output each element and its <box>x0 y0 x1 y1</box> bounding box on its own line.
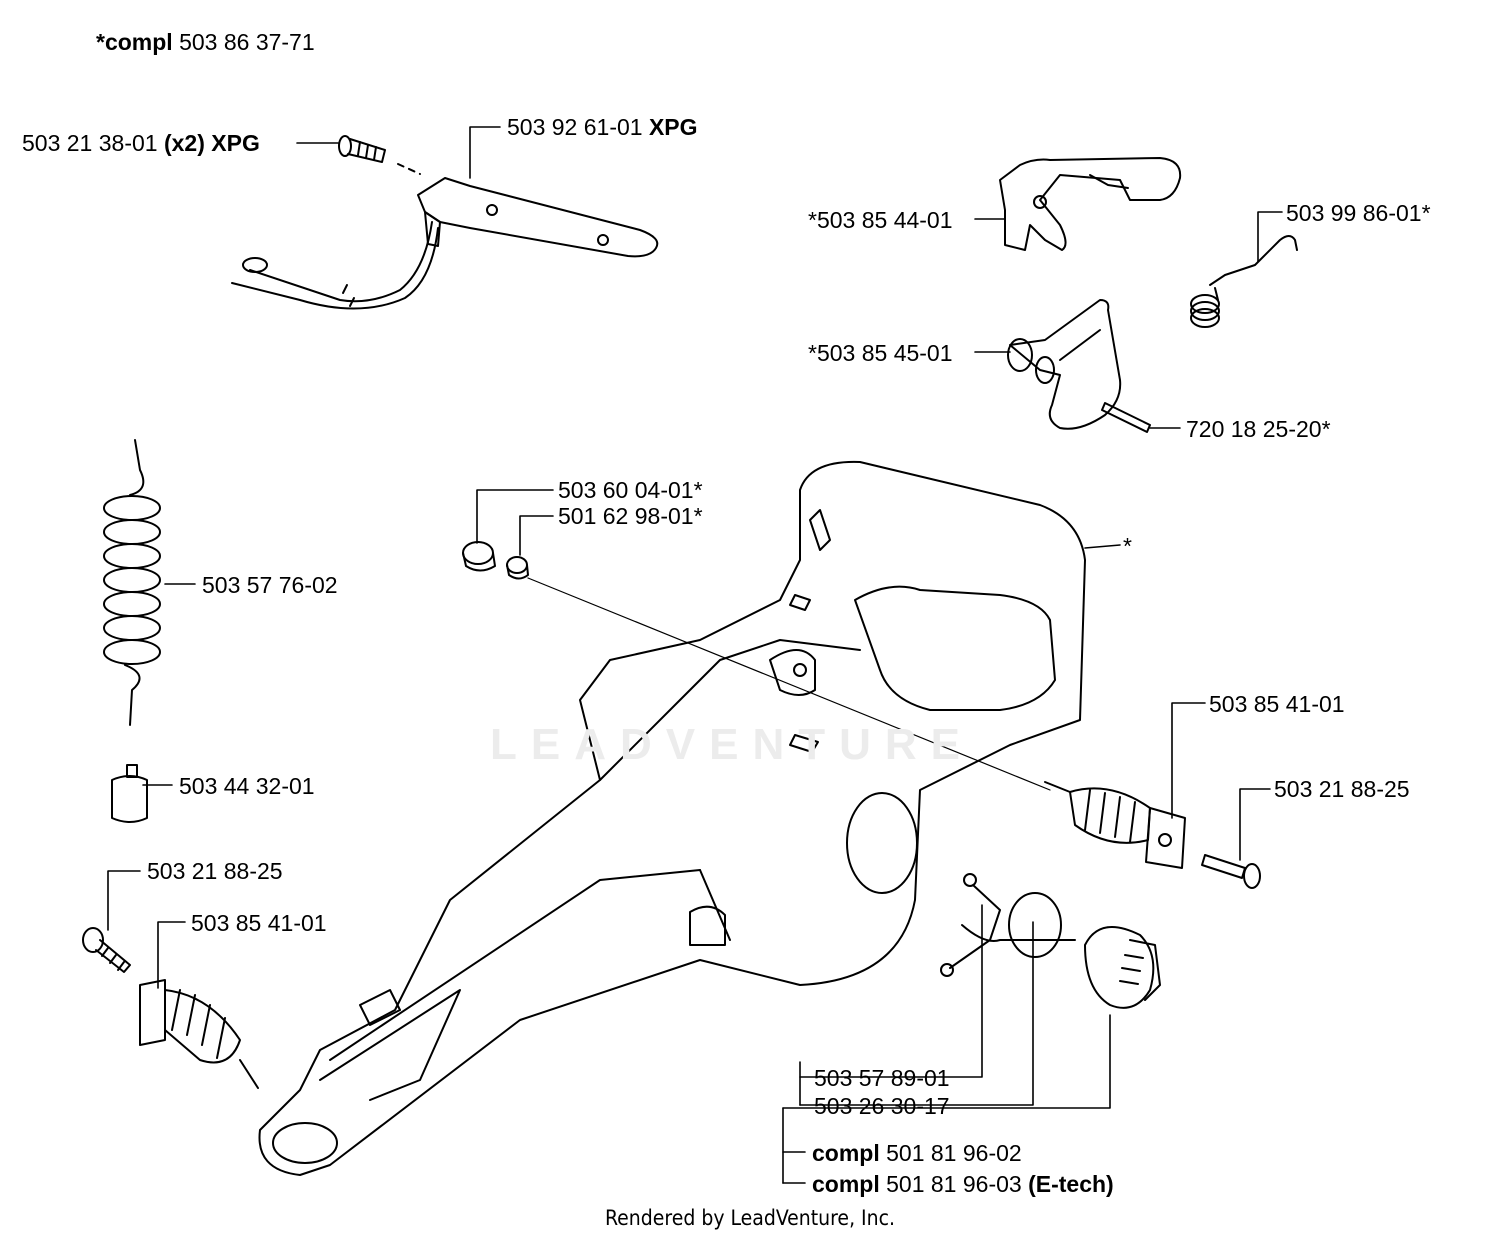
label-number: 501 81 96-03 <box>886 1171 1022 1197</box>
label-qualifier: (E-tech) <box>1028 1171 1114 1197</box>
label-bolt-left: 503 21 88-25 <box>147 858 283 884</box>
label-prefix: compl <box>812 1140 880 1166</box>
label-number: 503 21 38-01 <box>22 130 158 156</box>
bracket-xpg-part <box>231 177 659 310</box>
av-spring-right-part <box>1044 781 1186 869</box>
label-throttle: *503 85 44-01 <box>808 207 953 233</box>
throttle-trigger-part <box>999 157 1182 251</box>
watermark: LEADVENTURE <box>490 720 975 769</box>
label-prefix: compl <box>812 1171 880 1197</box>
label-compl-2: compl 501 81 96-03 (E-tech) <box>812 1171 1114 1197</box>
label-number: 503 92 61-01 <box>507 114 643 140</box>
label-screw-xpg: 503 21 38-01 (x2) XPG <box>22 130 260 156</box>
screw-xpg-part <box>338 135 421 175</box>
label-oring: 503 26 30-17 <box>814 1093 950 1119</box>
fuel-filter-part <box>111 764 148 823</box>
header-prefix: *compl <box>96 29 173 55</box>
fuel-hose-coil-part <box>103 439 161 726</box>
label-qualifier: (x2) XPG <box>163 130 260 156</box>
header-number: 503 86 37-71 <box>179 29 315 55</box>
label-cap-clip: 503 57 89-01 <box>814 1065 950 1091</box>
label-asterisk: * <box>1123 533 1132 559</box>
footer-credit: Rendered by LeadVenture, Inc. <box>605 1206 895 1230</box>
label-av-right: 503 85 41-01 <box>1209 691 1345 717</box>
label-filter: 503 60 04-01* <box>558 477 703 503</box>
leader-lines <box>107 126 1283 1184</box>
label-pin: 720 18 25-20* <box>1186 416 1331 442</box>
label-number: 501 81 96-02 <box>886 1140 1022 1166</box>
rear-handle-tank-part <box>258 460 1086 1176</box>
bolt-right-part <box>1201 854 1261 889</box>
fuel-cap-parts <box>940 873 1161 1009</box>
label-qualifier: XPG <box>648 114 698 140</box>
label-spring-wire: 503 99 86-01* <box>1286 200 1431 226</box>
av-spring-left-part <box>139 979 259 1089</box>
label-compl-1: compl 501 81 96-02 <box>812 1140 1022 1166</box>
label-bracket-xpg: 503 92 61-01 XPG <box>507 114 698 140</box>
header-compl: *compl 503 86 37-71 <box>96 29 315 55</box>
bolt-left-part <box>82 927 131 973</box>
throttle-lockout-part <box>1007 299 1122 430</box>
filter-seal-parts <box>462 541 1051 791</box>
spring-wire-part <box>1190 235 1298 328</box>
label-bolt-right: 503 21 88-25 <box>1274 776 1410 802</box>
pin-part <box>1101 402 1151 433</box>
label-hose: 503 57 76-02 <box>202 572 338 598</box>
label-fuel-filter: 503 44 32-01 <box>179 773 315 799</box>
label-av-left: 503 85 41-01 <box>191 910 327 936</box>
label-lockout: *503 85 45-01 <box>808 340 953 366</box>
label-seal: 501 62 98-01* <box>558 503 703 529</box>
